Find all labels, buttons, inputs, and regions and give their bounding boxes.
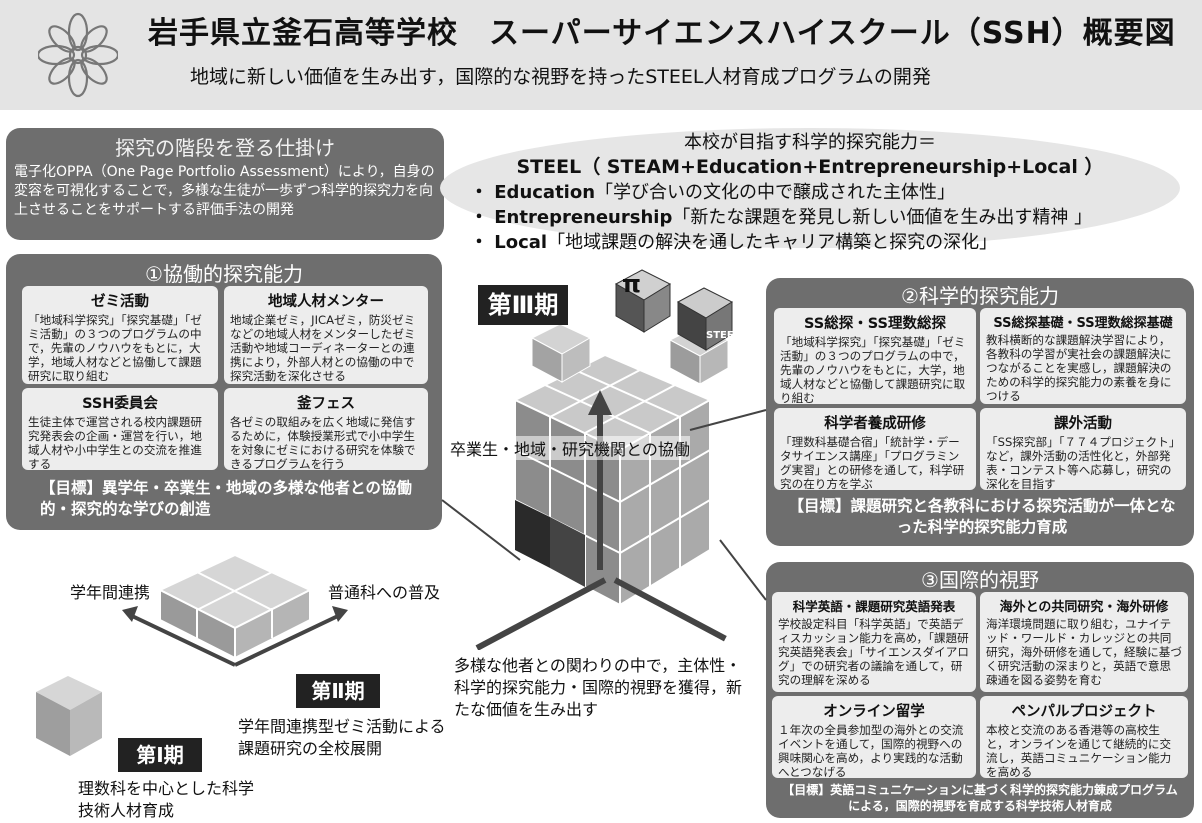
- card-title: 課外活動: [1054, 416, 1112, 432]
- card-title: ペンパルプロジェクト: [1011, 704, 1157, 720]
- card-title: SSH委員会: [82, 396, 158, 412]
- phase-1-cube: [36, 676, 102, 756]
- panel-collaborative-goal: 【目標】異学年・卒業生・地域の多様な他者との協働的・探究的な学びの創造: [40, 479, 412, 518]
- card-body: 学校設定科目「科学英語」で英語ディスカッション能力を高め，「課題研究英語発表会」…: [778, 617, 969, 687]
- center-message: 多様な他者との関わりの中で，主体性・科学的探究能力・国際的視野を獲得，新たな価値…: [454, 656, 743, 719]
- card-body: 「地域科学探究」「探究基礎」「ゼミ活動」の３つのプログラムの中で，先輩のノウハウ…: [28, 313, 202, 383]
- panel-collaborative: ①協働的探究能力 ゼミ活動 「地域科学探究」「探究基礎」「ゼミ活動」の３つのプロ…: [6, 254, 442, 530]
- collab-label: 卒業生・地域・研究機関との協働: [450, 436, 690, 460]
- steel-items: ・ Education「学び合いの文化の中で醸成された主体性」 ・ Entrep…: [470, 180, 1092, 255]
- card-title: 釜フェス: [297, 396, 355, 412]
- phase-3-label: 第Ⅲ期: [478, 285, 568, 325]
- card-title: 海外との共同研究・海外研修: [999, 600, 1169, 615]
- card-title: 科学者養成研修: [824, 416, 926, 432]
- phase-1-text: 理数科を中心とした科学技術人材育成: [78, 779, 255, 820]
- ladder-body: 電子化OPPA（One Page Portfolio Assessment）によ…: [14, 164, 435, 218]
- card-title: SS総探・SS理数総探: [804, 316, 946, 332]
- card-overseas-research: 海外との共同研究・海外研修 海洋環境問題に取り組む，ユナイテッド・ワールド・カレ…: [980, 592, 1188, 692]
- card-kamafes: 釜フェス 各ゼミの取組みを広く地域に発信するために，体験授業形式で小中学生を対象…: [224, 388, 428, 470]
- page-subtitle: 地域に新しい価値を生み出す，国際的な視野を持ったSTEEL人材育成プログラムの開…: [190, 66, 931, 88]
- phase-2-text: 学年間連携型ゼミ活動による課題研究の全校展開: [238, 717, 446, 758]
- card-title: 科学英語・課題研究英語発表: [792, 599, 956, 614]
- steel-line1: 本校が目指す科学的探究能力＝: [684, 132, 936, 153]
- card-body: 本校と交流のある香港等の高校生と，オンラインを通じて継続的に交流し，英語コミュニ…: [986, 723, 1172, 778]
- card-penpal: ペンパルプロジェクト 本校と交流のある香港等の高校生と，オンラインを通じて継続的…: [980, 696, 1188, 778]
- steel-item-education: ・ Education「学び合いの文化の中で醸成された主体性」: [470, 182, 956, 203]
- arrow-right-label: 普通科への普及: [328, 583, 441, 602]
- card-extracurricular: 課外活動 「SS探究部」「７７４プロジェクト」など，課外活動の活性化と，外部発表…: [980, 408, 1186, 490]
- panel-international-title: ③国際的視野: [921, 568, 1039, 592]
- card-scientist-training: 科学者養成研修 「理数科基礎合宿」「統計学・データサイエンス講座」「プログラミン…: [774, 408, 976, 490]
- card-body: 教科横断的な課題解決学習により，各教科の学習が実社会の課題解決につながることを実…: [986, 333, 1172, 403]
- card-title: SS総探基礎・SS理数総探基礎: [993, 316, 1173, 331]
- card-seminar: ゼミ活動 「地域科学探究」「探究基礎」「ゼミ活動」の３つのプログラムの中で，先輩…: [22, 286, 218, 384]
- card-mentor: 地域人材メンター 地域企業ゼミ，JICAゼミ，防災ゼミなどの地域人材をメンターし…: [224, 286, 428, 384]
- steel-item-entrepreneurship: ・ Entrepreneurship「新たな課題を発見し新しい価値を生み出す精神…: [470, 207, 1093, 228]
- panel-scientific-goal: 【目標】課題研究と各教科における探究活動が一体となった科学的探究能力育成: [788, 497, 1176, 536]
- steel-icon-cubes: π STEEL: [614, 269, 741, 351]
- panel-international-goal: 【目標】英語コミュニケーションに基づく科学的探究能力錬成プログラムによる，国際的…: [782, 783, 1178, 813]
- card-online-study: オンライン留学 １年次の全員参加型の海外との交流イベントを通して，国際的視野への…: [772, 696, 976, 778]
- phase-2-graphic: [122, 553, 348, 667]
- card-science-english: 科学英語・課題研究英語発表 学校設定科目「科学英語」で英語ディスカッション能力を…: [772, 592, 976, 692]
- card-title: オンライン留学: [823, 704, 925, 720]
- panel-collaborative-title: ①協働的探究能力: [145, 262, 303, 286]
- card-body: 生徒主体で運営される校内課題研究発表会の企画・運営を行い，地域人材や小中学生との…: [28, 415, 202, 470]
- steel-ellipse: [440, 128, 1180, 248]
- card-body: 「理数科基礎合宿」「統計学・データサイエンス講座」「プログラミング実習」との研修…: [780, 435, 965, 490]
- page-title: 岩手県立釜石高等学校 スーパーサイエンスハイスクール（SSH）概要図: [148, 16, 1176, 51]
- steel-item-local: ・ Local「地域課題の解決を通したキャリア構築と探究の深化」: [470, 232, 998, 253]
- phase-1-label: 第Ⅰ期: [118, 738, 202, 772]
- panel-scientific: ②科学的探究能力 SS総探・SS理数総探 「地域科学探究」「探究基礎」「ゼミ活動…: [766, 278, 1194, 546]
- card-body: 「SS探究部」「７７４プロジェクト」など，課外活動の活性化と，外部発表・コンテス…: [986, 435, 1175, 490]
- card-ss-sotan: SS総探・SS理数総探 「地域科学探究」「探究基礎」「ゼミ活動」の３つのプログラ…: [774, 308, 976, 404]
- header-banner: 岩手県立釜石高等学校 スーパーサイエンスハイスクール（SSH）概要図 地域に新し…: [0, 0, 1202, 110]
- ladder-panel: 探究の階段を登る仕掛け 電子化OPPA（One Page Portfolio A…: [6, 128, 444, 240]
- card-title: ゼミ活動: [91, 294, 149, 310]
- arrow-left-label: 学年間連携: [70, 583, 151, 602]
- card-body: １年次の全員参加型の海外との交流イベントを通して，国際的視野への興味関心を高め，…: [778, 723, 964, 778]
- svg-text:STEEL: STEEL: [706, 330, 741, 341]
- spread-arrows: [122, 606, 348, 667]
- panel-international: ③国際的視野 科学英語・課題研究英語発表 学校設定科目「科学英語」で英語ディスカ…: [766, 562, 1194, 818]
- card-body: 「地域科学探究」「探究基礎」「ゼミ活動」の３つのプログラムの中で，先輩のノウハウ…: [780, 335, 966, 404]
- steel-line2: STEEL（ STEAM+Education+Entrepreneurship+…: [516, 156, 1104, 178]
- svg-text:π: π: [622, 270, 641, 298]
- flower-emblem-icon: [38, 12, 118, 98]
- panel-scientific-title: ②科学的探究能力: [901, 284, 1059, 308]
- card-body: 海洋環境問題に取り組む，ユナイテッド・ワールド・カレッジとの共同研究，海外研修を…: [986, 617, 1182, 687]
- card-body: 地域企業ゼミ，JICAゼミ，防災ゼミなどの地域人材をメンターしたゼミ活動や地域コ…: [230, 313, 416, 383]
- phase-2-label: 第Ⅱ期: [296, 674, 380, 708]
- card-ss-basic: SS総探基礎・SS理数総探基礎 教科横断的な課題解決学習により，各教科の学習が実…: [980, 308, 1186, 404]
- ladder-title: 探究の階段を登る仕掛け: [115, 136, 335, 160]
- card-title: 地域人材メンター: [268, 294, 384, 310]
- card-ssh-committee: SSH委員会 生徒主体で運営される校内課題研究発表会の企画・運営を行い，地域人材…: [22, 388, 218, 470]
- card-body: 各ゼミの取組みを広く地域に発信するために，体験授業形式で小中学生を対象にゼミにお…: [230, 415, 416, 470]
